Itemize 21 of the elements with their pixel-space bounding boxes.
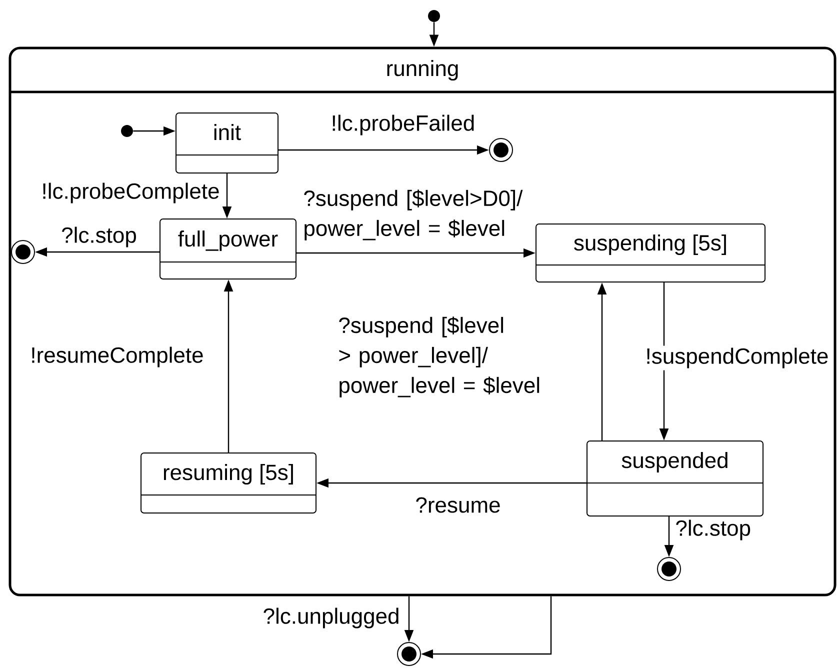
edge-label: !lc.probeFailed <box>332 114 474 136</box>
initial-state <box>428 10 440 22</box>
state-box: full_power <box>160 218 296 280</box>
state-box: init <box>176 112 278 174</box>
edge-label: ?lc.unplugged <box>264 608 398 628</box>
final-state <box>657 557 681 581</box>
state-box: suspending [5s] <box>536 224 766 282</box>
edge-label: ?resume <box>416 497 500 513</box>
edge-label: !resumeComplete <box>32 346 203 368</box>
state-box: resuming [5s] <box>140 452 316 514</box>
edge-label: ?suspend [$level>D0]/ power_level = $level <box>304 190 523 240</box>
final-state <box>489 138 513 162</box>
edge-label: ?suspend [$level > power_level]/ power_level = $level <box>339 316 540 398</box>
edge-label: !suspendComplete <box>643 346 831 370</box>
state-box: suspended <box>586 440 764 516</box>
edge-label: ?lc.stop <box>62 226 136 248</box>
edge-label: !lc.probeComplete <box>43 182 219 204</box>
final-state <box>397 642 421 666</box>
edge-label: ?lc.stop <box>676 520 750 540</box>
initial-state <box>121 125 133 137</box>
final-state <box>11 240 35 264</box>
